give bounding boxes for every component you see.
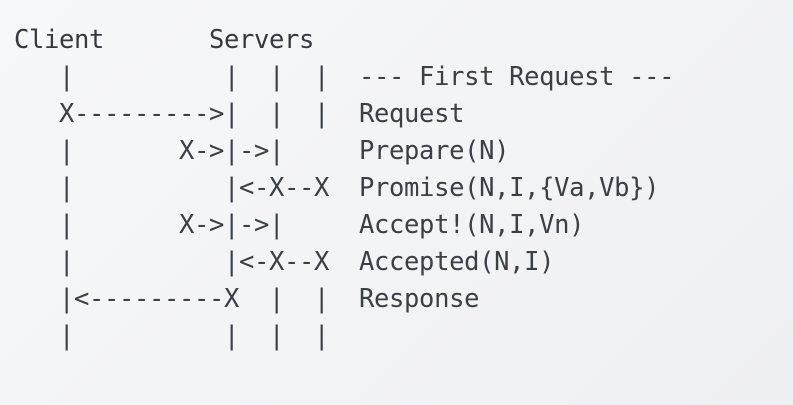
diagram-row-7: | | | | [14,321,330,351]
diagram-row-4: | X->|->| Accept!(N,I,Vn) [14,210,585,240]
diagram-row-0: | | | | --- First Request --- [14,62,675,92]
diagram-row-5: | |<-X--X Accepted(N,I) [14,247,555,277]
ascii-diagram-canvas: Client Servers | | | | --- First Request… [14,25,675,351]
diagram-header-row: Client Servers [14,25,315,55]
diagram-row-2: | X->|->| Prepare(N) [14,136,510,166]
diagram-row-6: |<---------X | | Response [14,284,480,314]
diagram-row-3: | |<-X--X Promise(N,I,{Va,Vb}) [14,173,660,203]
diagram-row-1: X--------->| | | Request [14,99,465,129]
